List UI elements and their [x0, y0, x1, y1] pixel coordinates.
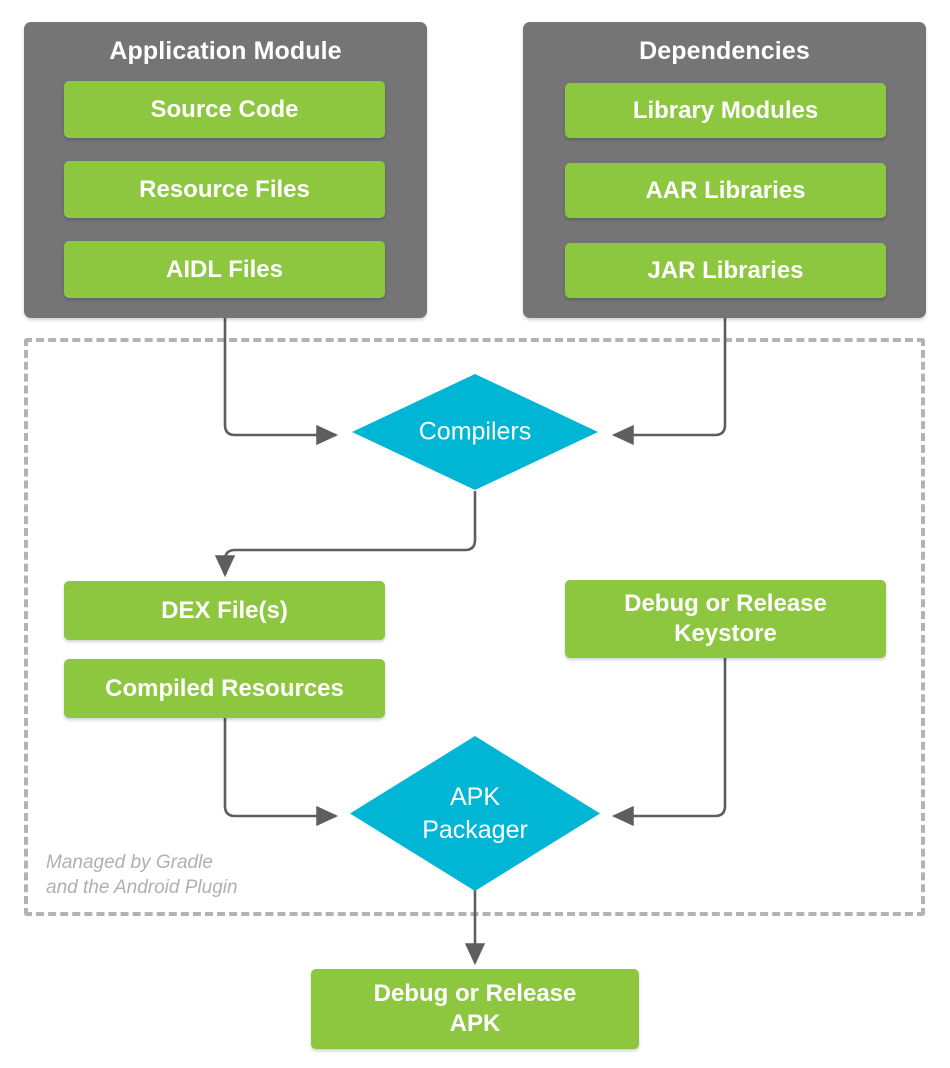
box-library-modules-label: Library Modules — [632, 96, 819, 124]
box-dex-files-label: DEX File(s) — [161, 596, 288, 624]
box-compiled-resources-label: Compiled Resources — [105, 674, 344, 702]
box-output-apk[interactable]: Debug or Release APK — [311, 969, 639, 1049]
box-keystore-label: Debug or Release Keystore — [624, 590, 827, 647]
box-aidl-files-label: AIDL Files — [166, 255, 283, 283]
box-library-modules[interactable]: Library Modules — [565, 83, 886, 138]
box-aidl-files[interactable]: AIDL Files — [64, 241, 385, 298]
box-source-code-label: Source Code — [150, 95, 299, 123]
box-source-code[interactable]: Source Code — [64, 81, 385, 138]
box-jar-libraries[interactable]: JAR Libraries — [565, 243, 886, 298]
managed-by-gradle-note: Managed by Gradle and the Android Plugin — [46, 852, 238, 898]
apk-packager-diamond-shape — [350, 736, 600, 891]
box-resource-files-label: Resource Files — [139, 175, 310, 203]
box-jar-libraries-label: JAR Libraries — [647, 256, 804, 284]
box-output-apk-label: Debug or Release APK — [373, 980, 577, 1037]
compilers-diamond-shape — [352, 374, 598, 490]
box-aar-libraries[interactable]: AAR Libraries — [565, 163, 886, 218]
box-dex-files[interactable]: DEX File(s) — [64, 581, 385, 640]
group-dependencies-title: Dependencies — [639, 37, 810, 65]
node-compilers[interactable]: Compilers — [352, 374, 598, 490]
box-compiled-resources[interactable]: Compiled Resources — [64, 659, 385, 718]
box-keystore[interactable]: Debug or Release Keystore — [565, 580, 886, 658]
group-application-module-title: Application Module — [109, 37, 342, 65]
box-aar-libraries-label: AAR Libraries — [645, 176, 806, 204]
box-resource-files[interactable]: Resource Files — [64, 161, 385, 218]
node-apk-packager[interactable]: APK Packager — [350, 736, 600, 891]
